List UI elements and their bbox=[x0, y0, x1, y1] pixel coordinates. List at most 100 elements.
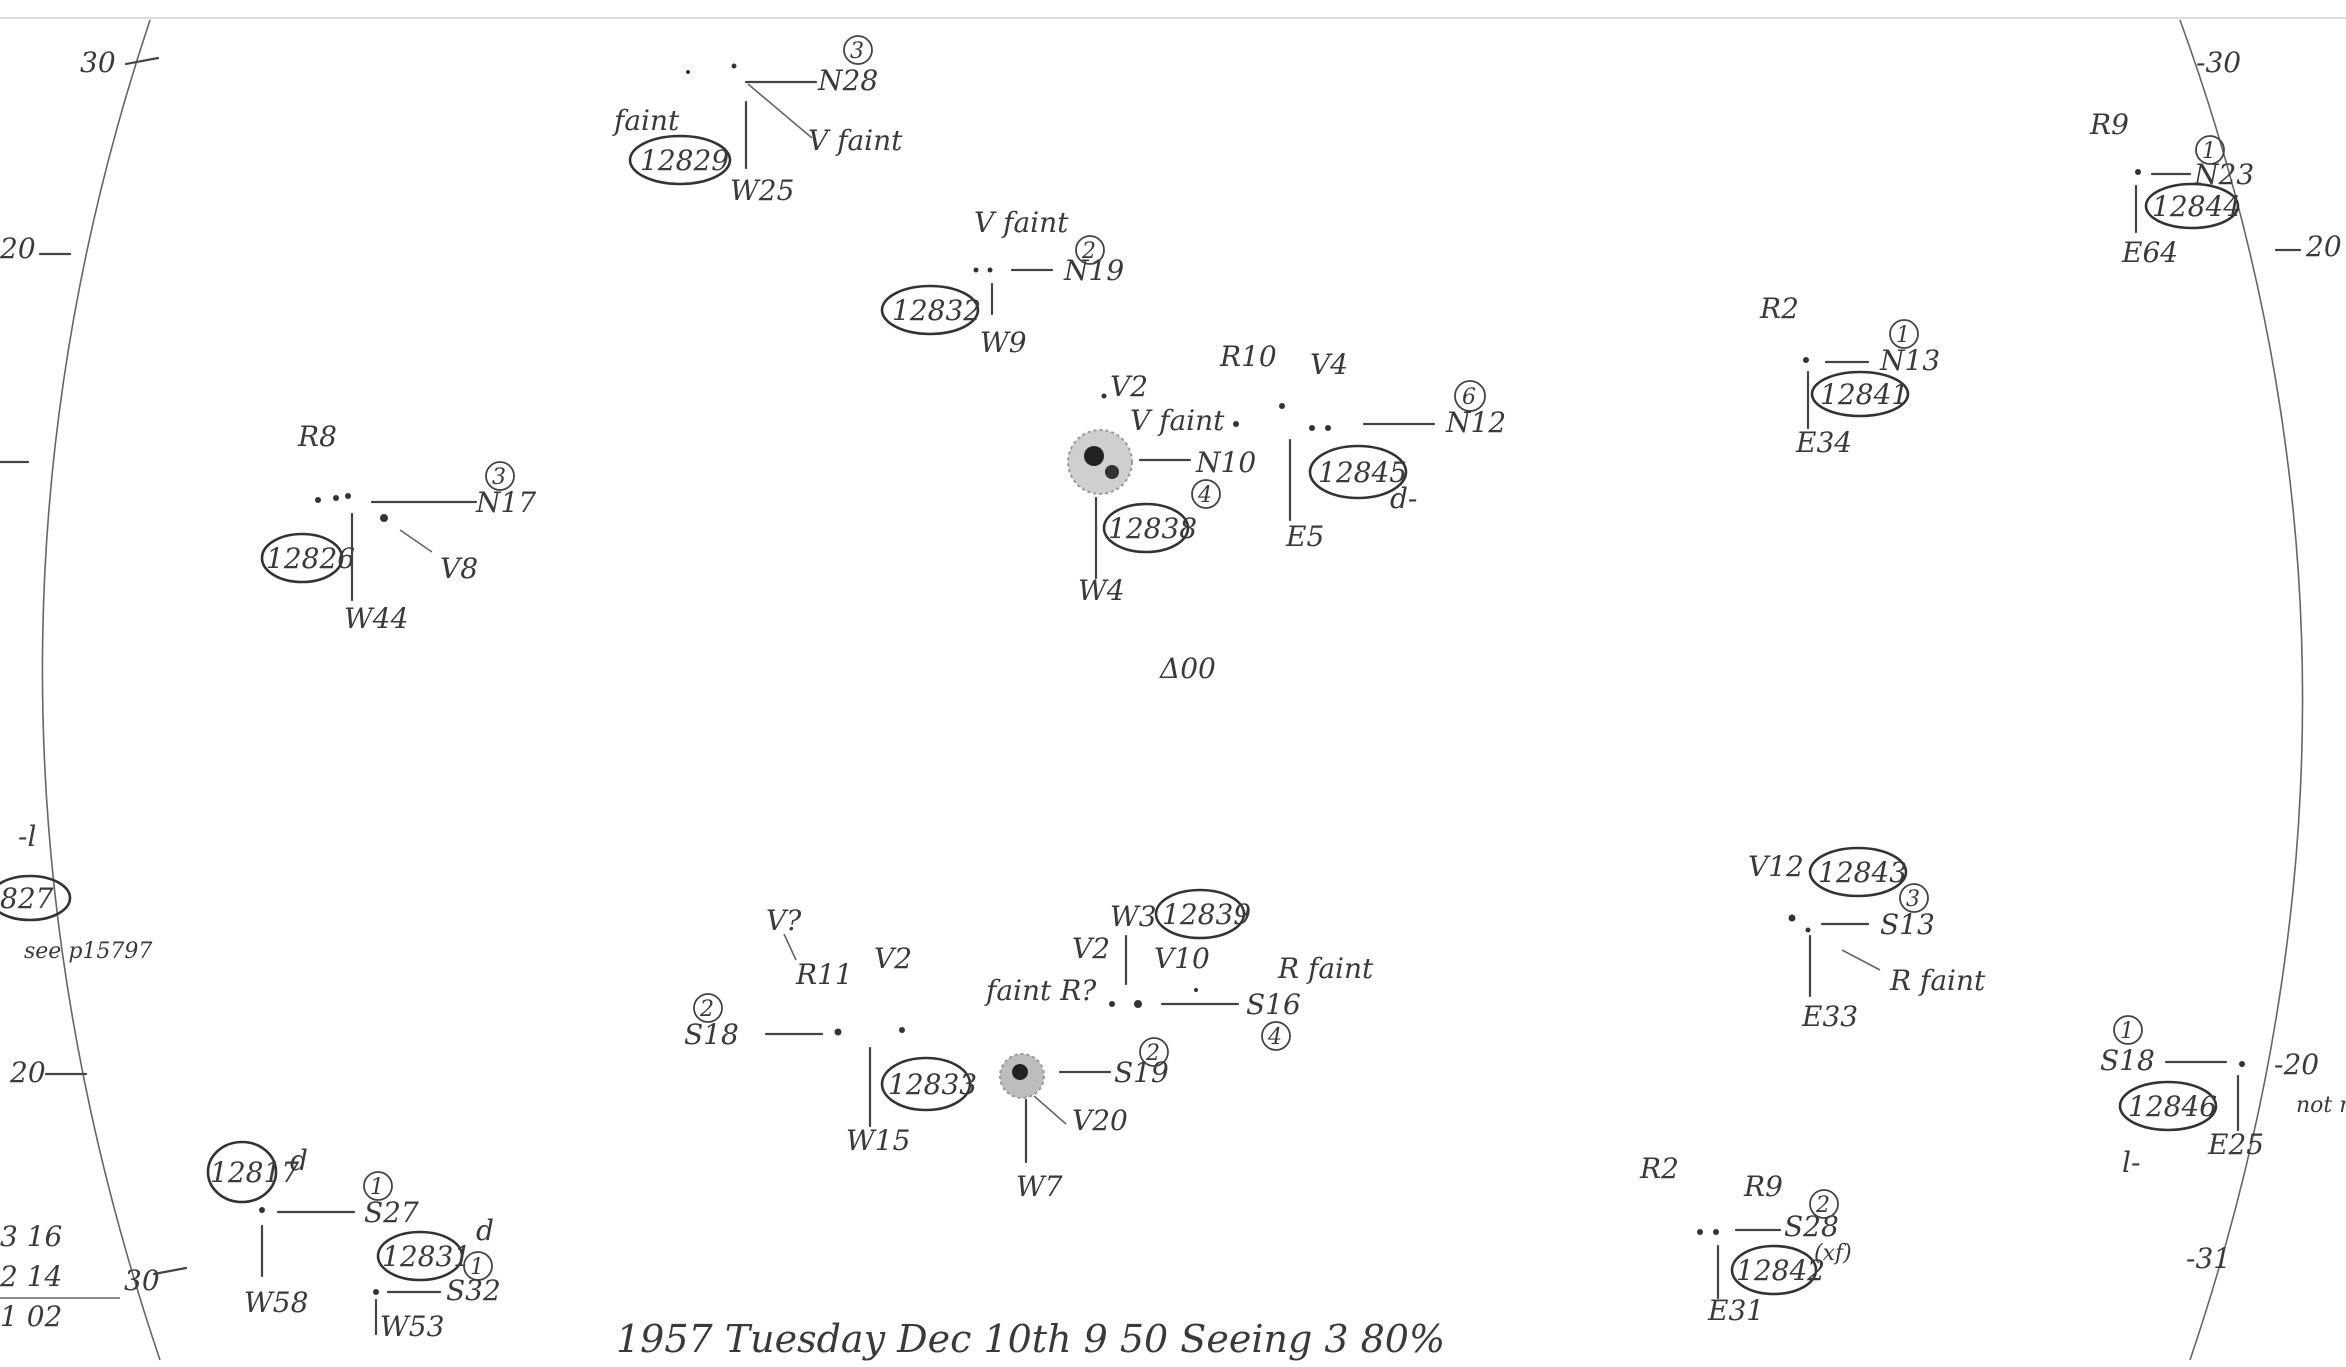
w-label: W15 bbox=[846, 1124, 910, 1157]
sunspot-group: R8 N17 3 V8 12826 W44 bbox=[260, 420, 536, 635]
e-label: E33 bbox=[1801, 1000, 1858, 1033]
group-id: 12842 bbox=[1736, 1254, 1825, 1287]
e-label: E25 bbox=[2207, 1128, 2264, 1161]
note-label: V8 bbox=[440, 552, 478, 585]
s-label: S16 bbox=[1246, 988, 1301, 1021]
n-label: N28 bbox=[817, 64, 878, 97]
count-label: 1 bbox=[1896, 323, 1910, 348]
s-label: S28 bbox=[1784, 1210, 1839, 1243]
count-label: 2 bbox=[1815, 1193, 1830, 1218]
note-label: V faint bbox=[974, 206, 1069, 239]
count-label: 4 bbox=[1197, 483, 1212, 508]
n-label: N10 bbox=[1195, 446, 1256, 479]
count-label: 3 bbox=[492, 465, 506, 490]
left-tick-30-label: 30 bbox=[80, 46, 116, 79]
right-tick-20-label: 20 bbox=[2305, 230, 2342, 263]
sunspot-group: V? R11 V2 2 S18 12833 W15 bbox=[684, 904, 977, 1157]
sunspot-group: R2 N13 1 12841 E34 bbox=[1759, 292, 1940, 459]
note-label: l- bbox=[2122, 1146, 2140, 1179]
right-margin-marks: -30 20 -20 not returned -31 bbox=[2186, 46, 2346, 1275]
group-id: 12838 bbox=[1108, 512, 1197, 545]
group-id: 12839 bbox=[1162, 898, 1251, 931]
group-id: 12829 bbox=[640, 144, 729, 177]
note-label: R2 bbox=[1639, 1152, 1679, 1185]
note-label: d bbox=[476, 1214, 494, 1247]
left-tick-20b-label: 20 bbox=[9, 1056, 46, 1089]
note-label: V10 bbox=[1154, 942, 1210, 975]
n-label: N13 bbox=[1879, 344, 1940, 377]
note-label: V2 bbox=[1072, 932, 1110, 965]
center-mark: Δ00 bbox=[1159, 652, 1216, 685]
e-label: E5 bbox=[1285, 520, 1324, 553]
s-label: S18 bbox=[2100, 1044, 2155, 1077]
count-label: 2 bbox=[1145, 1041, 1160, 1066]
left-tick-30b-label: 30 bbox=[124, 1264, 160, 1297]
sunspot-group: faint R? S19 2 V20 W7 bbox=[984, 974, 1169, 1203]
left-margin-marks: 30 20 -l 827 see p15797 20 3 16 2 14 1 0… bbox=[0, 46, 188, 1333]
right-tick-30-label: -30 bbox=[2196, 46, 2241, 79]
left-flag: -l bbox=[18, 820, 36, 853]
w-label: W3 bbox=[1110, 900, 1157, 933]
count-label: 6 bbox=[1462, 385, 1476, 410]
n-label: N19 bbox=[1063, 254, 1124, 287]
note-label: R9 bbox=[1743, 1170, 1783, 1203]
note-label: (xf) bbox=[1814, 1241, 1852, 1266]
sunspot-group: R9 N23 1 12844 E64 bbox=[2089, 108, 2254, 269]
group-id: 12843 bbox=[1818, 856, 1907, 889]
sunspot-group: R10 V4 N12 6 12845 d- E5 bbox=[1219, 340, 1506, 553]
count-label: 1 bbox=[2120, 1019, 2134, 1044]
count-label: 1 bbox=[370, 1175, 384, 1200]
note-label: R8 bbox=[297, 420, 337, 453]
note-label: R2 bbox=[1759, 292, 1799, 325]
count-label: 1 bbox=[470, 1255, 484, 1280]
sunspot-group: 12831 d 1 S32 W53 bbox=[373, 1214, 501, 1343]
sunspot-group: 12817 d 1 S27 W58 bbox=[206, 1140, 419, 1319]
count-label: 3 bbox=[1906, 887, 1920, 912]
count-label: 4 bbox=[1267, 1025, 1282, 1050]
observation-note: 1957 Tuesday Dec 10th 9 50 Seeing 3 80% bbox=[616, 1317, 1445, 1361]
e-label: E64 bbox=[2121, 236, 2178, 269]
n-label: N17 bbox=[475, 486, 536, 519]
group-id: 12817 bbox=[210, 1156, 299, 1189]
group-id: 12832 bbox=[892, 294, 981, 327]
sunspot-group: V2 V faint N10 4 12838 W4 bbox=[1067, 370, 1256, 607]
s-label: S19 bbox=[1114, 1056, 1169, 1089]
note-label: R10 bbox=[1219, 340, 1277, 373]
w-label: W9 bbox=[980, 326, 1027, 359]
left-group-id: 827 bbox=[0, 882, 54, 915]
note-label: V2 bbox=[874, 942, 912, 975]
group-id: 12841 bbox=[1820, 378, 1909, 411]
group-id: 12833 bbox=[888, 1068, 977, 1101]
note-label: d bbox=[290, 1144, 308, 1177]
note-label: V2 bbox=[1110, 370, 1148, 403]
left-number-1: 3 16 bbox=[0, 1220, 62, 1253]
sunspot-group: 12839 W3 V2 V10 S16 4 R faint bbox=[1072, 888, 1374, 1051]
sunspot-group: V faint N19 2 12832 W9 bbox=[880, 206, 1124, 359]
sunspot-group: 1 S18 12846 E25 l- bbox=[2100, 1015, 2264, 1179]
count-label: 2 bbox=[1081, 239, 1096, 264]
note-label: R9 bbox=[2089, 108, 2129, 141]
count-label: 2 bbox=[699, 997, 714, 1022]
note-label: V12 bbox=[1748, 850, 1804, 883]
note-label: V? bbox=[766, 904, 802, 937]
e-label: E34 bbox=[1795, 426, 1852, 459]
group-id: 12844 bbox=[2152, 190, 2241, 223]
sunspot-umbra bbox=[1012, 1064, 1028, 1080]
w-label: W44 bbox=[344, 602, 408, 635]
right-tick-20b-label: -20 bbox=[2274, 1048, 2319, 1081]
n-label: N12 bbox=[1445, 406, 1506, 439]
sunspot-group: R2 R9 S28 2 (xf) 12842 E31 bbox=[1639, 1152, 1852, 1327]
s-label: S13 bbox=[1880, 908, 1935, 941]
note-label: V faint bbox=[1130, 404, 1225, 437]
w-label: W25 bbox=[730, 174, 794, 207]
right-tick-31-label: -31 bbox=[2186, 1242, 2231, 1275]
note-label: R faint bbox=[1277, 952, 1374, 985]
solar-limb-right bbox=[2179, 19, 2304, 1361]
group-id: 12846 bbox=[2128, 1090, 2217, 1123]
group-id: 12826 bbox=[266, 542, 355, 575]
group-id: 12831 bbox=[382, 1240, 471, 1273]
e-label: E31 bbox=[1707, 1294, 1764, 1327]
note-label: R11 bbox=[795, 958, 853, 991]
note-label: faint bbox=[612, 104, 680, 137]
